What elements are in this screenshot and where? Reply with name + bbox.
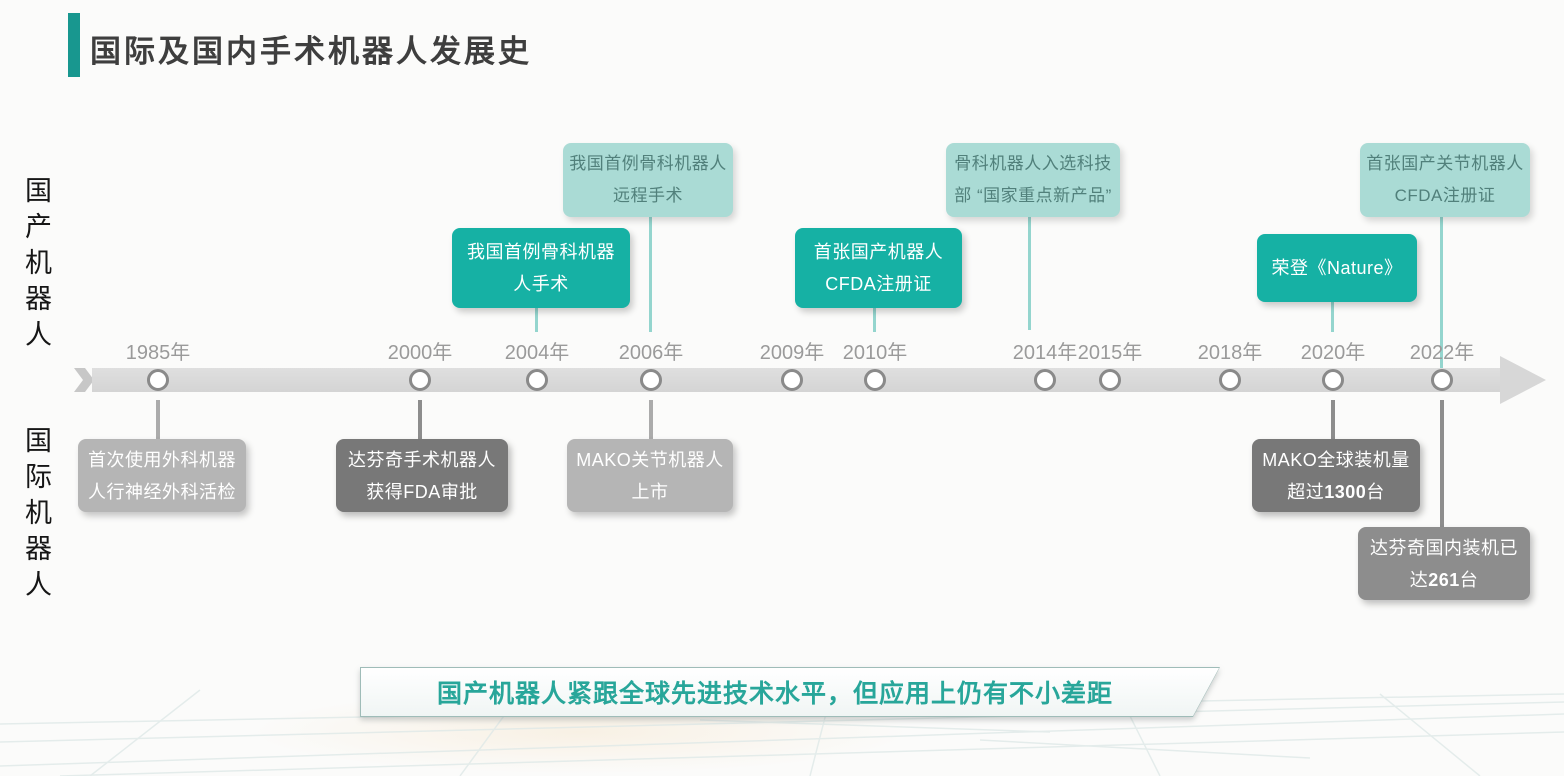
timeline-arrowhead-icon: [1500, 356, 1546, 404]
summary-banner-body: 国产机器人紧跟全球先进技术水平，但应用上仍有不小差距: [361, 668, 1219, 716]
event-text-line: 荣登《Nature》: [1271, 258, 1403, 278]
event-text-line: 部 “国家重点新产品”: [954, 186, 1112, 205]
domestic-event-2022: 首张国产关节机器人 CFDA注册证: [1360, 143, 1530, 217]
timeline-node-dot: [1219, 369, 1241, 391]
domestic-event-2010: 首张国产机器人 CFDA注册证: [795, 228, 962, 308]
page-title: 国际及国内手术机器人发展史: [90, 34, 532, 69]
international-event-1985: 首次使用外科机器人行神经外科活检: [78, 439, 246, 512]
timeline-year-label: 2015年: [1077, 342, 1143, 364]
international-event-2020: MAKO全球装机量超过1300台: [1252, 439, 1420, 512]
event-text-line: 人手术: [513, 274, 569, 294]
domestic-connector-2010: [873, 308, 876, 332]
timeline-year-label: 2020年: [1300, 342, 1366, 364]
international-connector-2020: [1331, 400, 1335, 439]
event-text-line: 首次使用外科机器: [88, 449, 236, 470]
event-text-line: 我国首例骨科机器: [467, 242, 615, 262]
international-connector-2006: [649, 400, 653, 439]
event-text-line: 达芬奇国内装机已: [1370, 537, 1518, 558]
event-text-line: 首张国产关节机器人: [1366, 154, 1524, 173]
summary-banner-text: 国产机器人紧跟全球先进技术水平，但应用上仍有不小差距: [436, 680, 1113, 708]
domestic-connector-2022: [1440, 217, 1443, 368]
international-event-2022: 达芬奇国内装机已达261台: [1358, 527, 1530, 600]
domestic-event-2020: 荣登《Nature》: [1257, 234, 1417, 302]
international-connector-2000: [418, 400, 422, 439]
event-text-line: MAKO关节机器人: [576, 449, 724, 470]
event-text-line: CFDA注册证: [1394, 186, 1496, 205]
domestic-connector-2014: [1028, 217, 1031, 330]
domestic-connector-2020: [1331, 302, 1334, 332]
domestic-connector-2004: [535, 308, 538, 332]
event-text-line: 人行神经外科活检: [88, 481, 236, 502]
international-connector-1985: [156, 400, 160, 439]
timeline-year-label: 2018年: [1197, 342, 1263, 364]
side-label-international-robots: 国际机器人: [20, 426, 51, 606]
domestic-event-2006: 我国首例骨科机器人远程手术: [563, 143, 733, 217]
event-text-line: 首张国产机器人: [813, 242, 944, 262]
domestic-connector-2006: [649, 217, 652, 332]
event-text-line: 获得FDA审批: [366, 481, 478, 502]
timeline-start-chevron: [74, 368, 94, 392]
title-accent-bar: [68, 13, 80, 77]
event-text-line: 上市: [631, 481, 669, 502]
domestic-event-2014: 骨科机器人入选科技部 “国家重点新产品”: [946, 143, 1120, 217]
event-text-line: CFDA注册证: [825, 274, 932, 294]
summary-banner-border: 国产机器人紧跟全球先进技术水平，但应用上仍有不小差距: [360, 667, 1220, 717]
timeline-node-dot: [1322, 369, 1344, 391]
timeline-node-dot: [640, 369, 662, 391]
timeline-year-label: 2010年: [842, 342, 908, 364]
event-text-line: 骨科机器人入选科技: [954, 154, 1112, 173]
timeline-year-label: 2000年: [387, 342, 453, 364]
timeline-year-label: 2006年: [618, 342, 684, 364]
international-event-2006: MAKO关节机器人上市: [567, 439, 733, 512]
timeline-node-dot: [1034, 369, 1056, 391]
international-connector-2022: [1440, 400, 1444, 527]
timeline-year-label: 2022年: [1409, 342, 1475, 364]
timeline-year-label: 1985年: [125, 342, 191, 364]
event-text-line: MAKO全球装机量: [1262, 449, 1410, 470]
timeline-node-dot: [147, 369, 169, 391]
domestic-event-2004: 我国首例骨科机器人手术: [452, 228, 630, 308]
timeline-year-label: 2009年: [759, 342, 825, 364]
event-text-line: 远程手术: [613, 186, 683, 205]
timeline-node-dot: [409, 369, 431, 391]
side-label-domestic-robots: 国产机器人: [20, 176, 51, 356]
event-text-line: 达芬奇手术机器人: [348, 449, 496, 470]
timeline-year-label: 2004年: [504, 342, 570, 364]
summary-banner: 国产机器人紧跟全球先进技术水平，但应用上仍有不小差距: [360, 667, 1220, 717]
timeline-node-dot: [1431, 369, 1453, 391]
timeline-node-dot: [1099, 369, 1121, 391]
timeline-year-label: 2014年: [1012, 342, 1078, 364]
timeline-node-dot: [526, 369, 548, 391]
international-event-2000: 达芬奇手术机器人获得FDA审批: [336, 439, 508, 512]
event-text-line: 我国首例骨科机器人: [569, 154, 727, 173]
event-text-line: 达261台: [1409, 569, 1479, 590]
timeline-node-dot: [781, 369, 803, 391]
timeline-node-dot: [864, 369, 886, 391]
event-text-line: 超过1300台: [1287, 481, 1385, 502]
